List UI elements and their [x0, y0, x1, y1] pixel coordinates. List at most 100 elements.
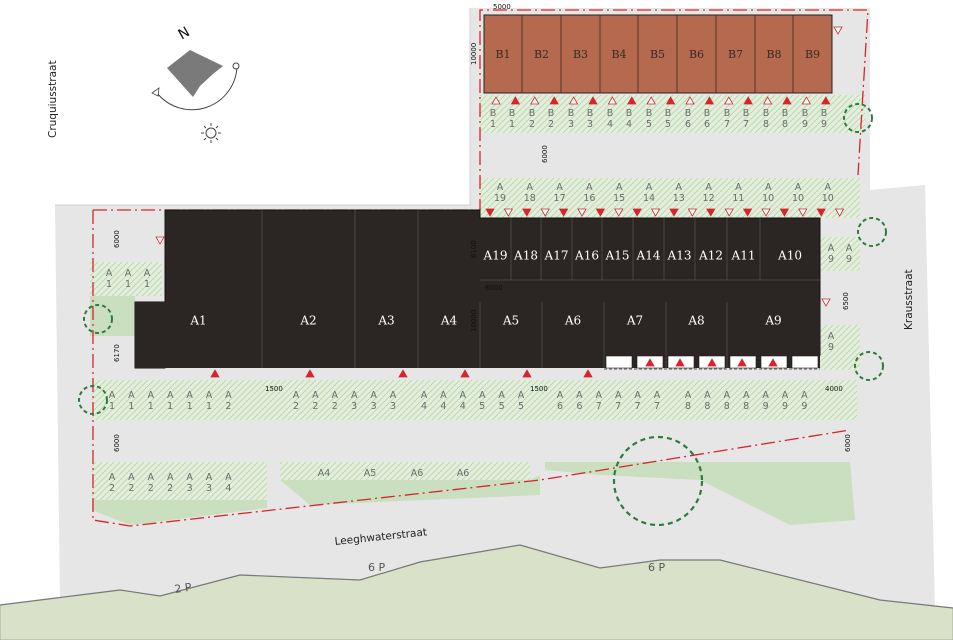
entrance-arrow-icon [724, 96, 734, 105]
entrance-arrow-icon [632, 208, 642, 217]
entrance-arrow-icon [707, 358, 717, 367]
parking-lot-a: A [828, 243, 835, 254]
parking-lot-a: 4 [460, 401, 466, 412]
parking-lot-a: 9 [782, 401, 788, 412]
entrance-arrow-icon [687, 208, 698, 217]
parking-lot-b: B [568, 108, 575, 119]
parking-lot-b: B [646, 108, 653, 119]
parking-lot-a: A [654, 390, 661, 401]
entrance-arrow-icon [558, 208, 569, 217]
entrance-arrow-icon [816, 208, 826, 217]
unit-label-b4: B4 [611, 48, 626, 61]
bottom-road-edge [0, 544, 953, 609]
parking-lot-a: A6 [411, 468, 424, 479]
entrance-arrow-icon [821, 96, 831, 105]
unit-label-a2: A2 [299, 314, 316, 328]
parking-lot-a: A [557, 390, 564, 401]
entrance-arrow-icon [761, 208, 771, 217]
entrance-arrow-icon [798, 208, 808, 217]
entrance-arrow-icon [210, 369, 220, 378]
parking-lot-b: B [587, 108, 594, 119]
parking-label-6p-left: 6 P [368, 561, 385, 574]
parking-lot-a: 12 [703, 193, 715, 204]
parking-lot-a: 15 [613, 193, 625, 204]
entrance-arrow-icon [779, 208, 790, 217]
parking-lot-a: A [743, 390, 750, 401]
tree-icons [78, 103, 887, 527]
entrance-arrow-icon [665, 96, 676, 105]
dim-right-gap: 4000 [825, 385, 843, 393]
parking-lot-a: 2 [148, 483, 154, 494]
parking-lot-a: A [795, 182, 802, 193]
parking-lot-b: B [665, 108, 672, 119]
parking-lot-b: 4 [626, 119, 632, 130]
parking-lot-a: A [148, 472, 155, 483]
parking-lot-a: 1 [144, 279, 150, 290]
dim-gap-1: 1500 [265, 385, 283, 393]
parking-lot-a: A [479, 390, 486, 401]
parking-lot-a: 3 [187, 483, 193, 494]
parking-lot-a: A [186, 390, 193, 401]
parking-lot-a: A [109, 390, 116, 401]
parking-lot-a: 7 [635, 401, 641, 412]
parking-lot-b: B [743, 108, 750, 119]
entrance-arrow-icon [762, 96, 773, 105]
entrance-arrow-icon [833, 26, 843, 35]
unit-label-a12: A12 [698, 249, 723, 263]
unit-label-a1: A1 [189, 314, 206, 328]
entrance-arrow-icon [614, 208, 624, 217]
north-label: N [176, 24, 193, 43]
parking-lot-a: A [762, 390, 769, 401]
entrance-arrow-icon [510, 96, 521, 105]
parking-lot-b: 2 [529, 119, 535, 130]
sun-icon [201, 123, 221, 143]
parking-lot-a: 10 [792, 193, 804, 204]
entrance-arrow-icon [595, 208, 606, 217]
parking-lot-a: A [782, 390, 789, 401]
parking-lot-a: 2 [332, 401, 338, 412]
parking-lot-a: A [724, 390, 731, 401]
parking-lot-a: A [421, 390, 428, 401]
parking-lot-a: 9 [801, 401, 807, 412]
parking-lot-a: A [634, 390, 641, 401]
parking-lot-b: B [821, 108, 828, 119]
parking-lot-a: 2 [109, 483, 115, 494]
unit-label-a8: A8 [687, 314, 704, 328]
parking-lot-a: 2 [167, 483, 173, 494]
entrance-arrow-icon [588, 96, 598, 105]
parking-lot-a: 3 [351, 401, 357, 412]
parking-lot-a: A [828, 331, 835, 342]
parking-lot-a: 3 [390, 401, 396, 412]
parking-lot-b: 8 [782, 119, 788, 130]
unit-label-b1: B1 [495, 48, 510, 61]
unit-label-a10: A10 [777, 249, 802, 263]
parking-lot-b: 5 [665, 119, 671, 130]
parking-lot-a: A [225, 472, 232, 483]
parking-lot-a: 4 [225, 483, 231, 494]
parking-lot-a: 7 [596, 401, 602, 412]
dim-a-mid-gap: 6000 [485, 284, 503, 292]
parking-lot-a: 7 [654, 401, 660, 412]
unit-label-a6: A6 [564, 314, 581, 328]
unit-label-a11: A11 [731, 249, 756, 263]
unit-label-b2: B2 [534, 48, 549, 61]
street-cruquiusstraat: Cruquiusstraat [47, 60, 59, 138]
parking-lot-a: A [186, 472, 193, 483]
parking-lot-a: A [704, 390, 711, 401]
entrance-arrow-icon [834, 208, 845, 217]
parking-lot-b: 6 [685, 119, 691, 130]
parking-lot-a: 1 [128, 401, 134, 412]
unit-label-a15: A15 [605, 249, 630, 263]
dim-gap-2: 1500 [530, 385, 548, 393]
parking-lot-a: A [801, 390, 808, 401]
parking-lot-a: 2 [225, 401, 231, 412]
entrance-arrow-icon [645, 358, 655, 367]
parking-lot-a: A [440, 390, 447, 401]
dim-right-road: 6500 [842, 292, 850, 310]
entrance-arrow-icon [646, 96, 656, 105]
parking-lot-a: A [676, 182, 683, 193]
parking-lot-a: 1 [148, 401, 154, 412]
parking-lot-b: B [509, 108, 516, 119]
entrance-arrow-icon [650, 208, 661, 217]
